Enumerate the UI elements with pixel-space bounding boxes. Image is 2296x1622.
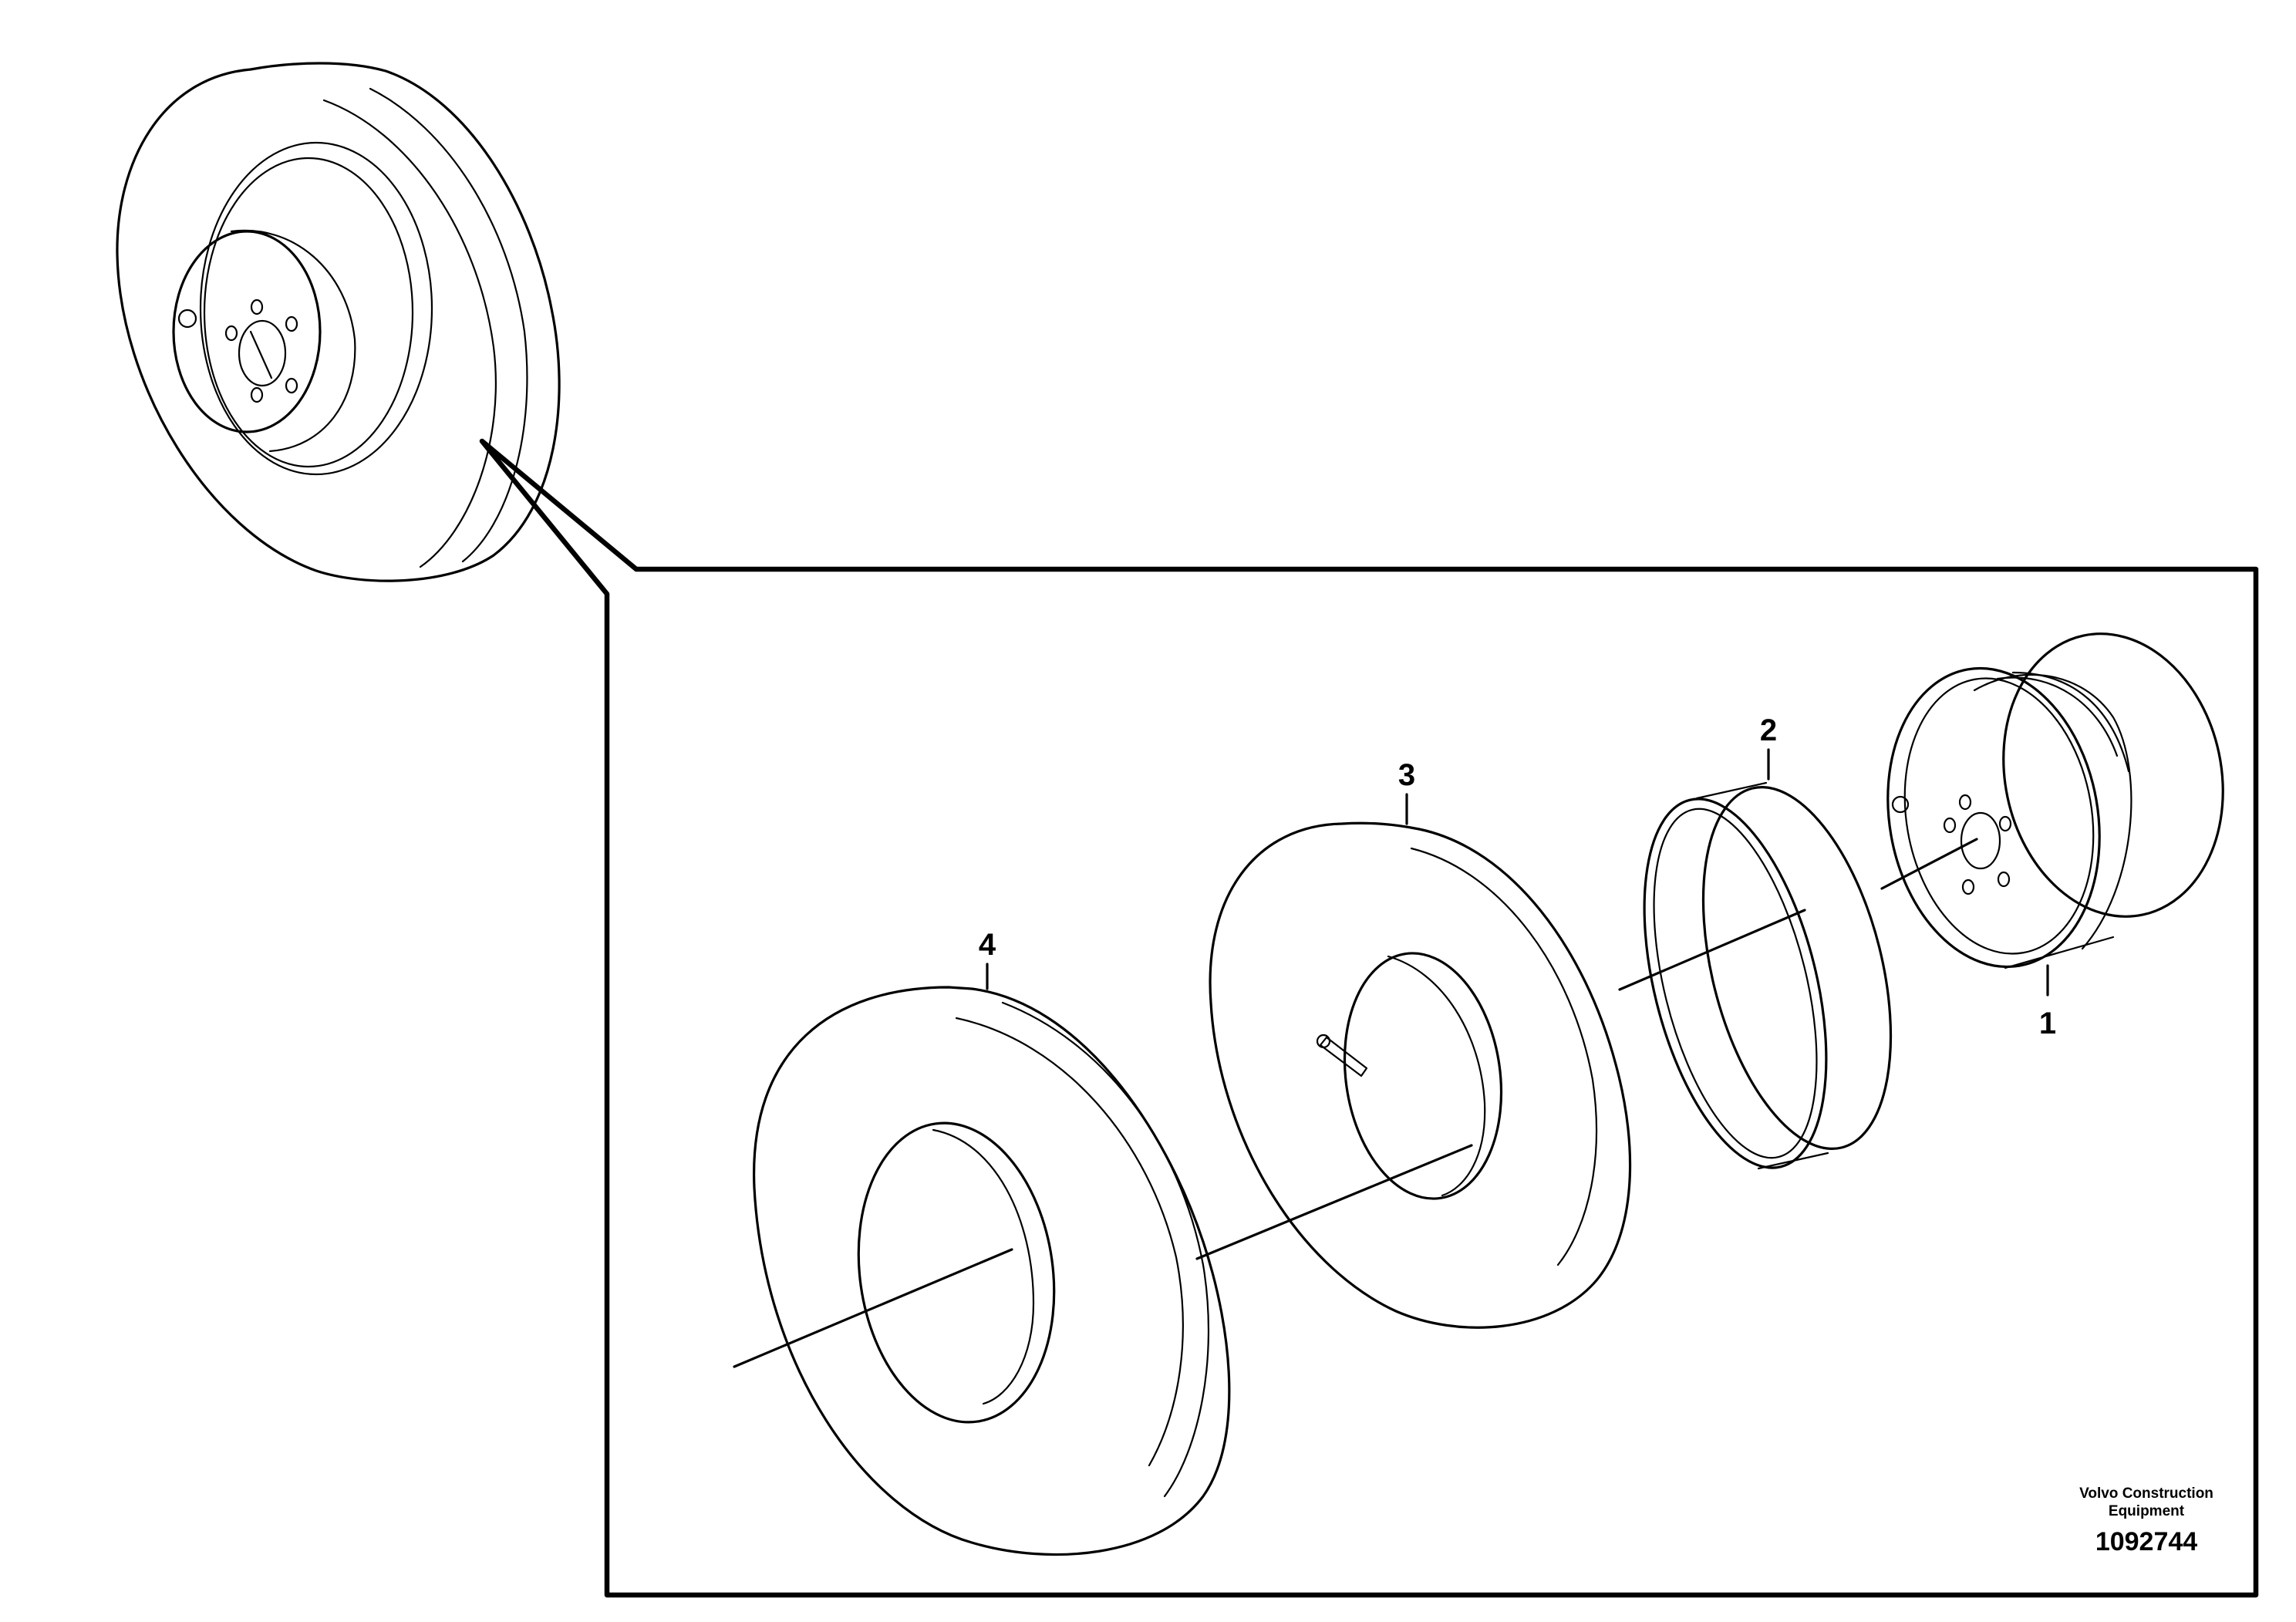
part-number: 1092744	[2095, 1527, 2197, 1556]
callout-4: 4	[979, 928, 996, 962]
part-2-ring	[1618, 748, 1893, 1170]
callout-3: 3	[1398, 758, 1415, 792]
brand-line-1: Volvo Construction	[2079, 1485, 2213, 1502]
part-4-tire	[733, 963, 1231, 1556]
part-3-tube	[1195, 793, 1632, 1329]
part-1-rim	[1880, 632, 2224, 996]
assembled-wheel	[116, 62, 561, 582]
brand-line-2: Equipment	[2109, 1503, 2185, 1519]
callout-2: 2	[1760, 713, 1777, 747]
callout-1: 1	[2039, 1007, 2056, 1040]
detail-leader	[479, 438, 2259, 1598]
